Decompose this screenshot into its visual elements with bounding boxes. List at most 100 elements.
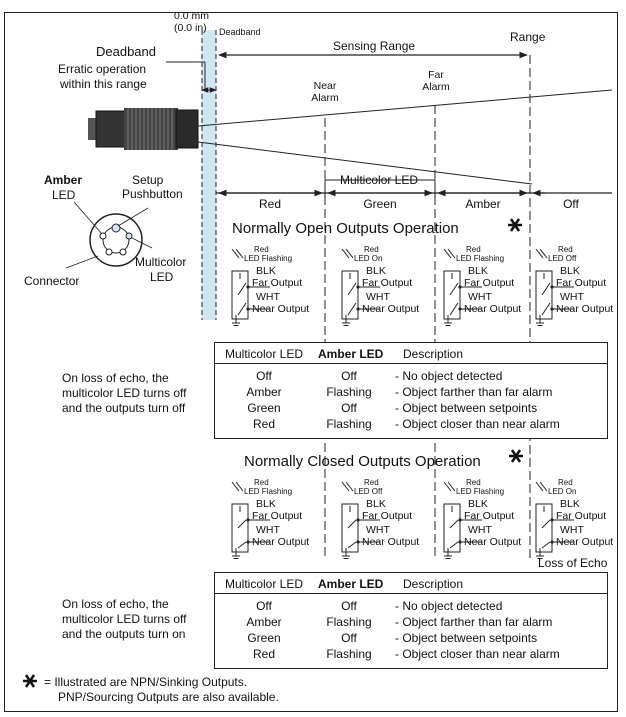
nc-row-2-multicolor: Amber xyxy=(246,615,282,629)
no-led-state-4: LED Off xyxy=(548,254,577,263)
nc-row-2-amber: Flashing xyxy=(326,615,372,629)
no-circuit-1 xyxy=(231,248,270,326)
no-near-output-3: Near Output xyxy=(464,303,522,315)
no-table: Multicolor LED Amber LED Description Off… xyxy=(214,342,608,439)
setup-label-2: Pushbutton xyxy=(122,187,183,201)
nc-wht-label-1: WHT xyxy=(256,524,280,536)
nc-far-output-2: Far Output xyxy=(362,510,413,522)
nc-led-state-2: LED Off xyxy=(354,487,383,496)
nc-table: Multicolor LED Amber LED Description Off… xyxy=(214,572,608,669)
nc-led-state-3: LED Flashing xyxy=(456,487,505,496)
nc-blk-label-1: BLK xyxy=(256,498,276,510)
no-header-description: Description xyxy=(403,347,464,361)
deadband-label: Deadband xyxy=(96,44,156,59)
nc-near-output-1: Near Output xyxy=(252,536,310,548)
star-icon-no xyxy=(508,218,522,232)
no-row-3-amber: Off xyxy=(341,401,357,415)
nc-header-description: Description xyxy=(403,577,464,591)
deadband-zone xyxy=(202,30,216,320)
nc-led-label-2: Red xyxy=(364,478,379,487)
no-led-label-4: Red xyxy=(558,245,573,254)
nc-led-state-4: LED On xyxy=(548,487,577,496)
no-far-output-2: Far Output xyxy=(362,277,413,289)
erratic-label-1: Erratic operation xyxy=(58,62,147,76)
zone-amber: Amber xyxy=(465,197,501,211)
no-far-output-1: Far Output xyxy=(252,277,303,289)
no-far-output-4: Far Output xyxy=(556,277,607,289)
sensor-face xyxy=(65,201,153,269)
no-wht-label-3: WHT xyxy=(468,291,492,303)
footnote-line-2: PNP/Sourcing Outputs are also available. xyxy=(58,690,279,704)
zone-off: Off xyxy=(563,197,579,211)
nc-circuit-4 xyxy=(535,481,574,559)
no-led-state-2: LED On xyxy=(354,254,383,263)
no-wht-label-2: WHT xyxy=(366,291,390,303)
nc-row-4-description: - Object closer than near alarm xyxy=(395,647,560,661)
nc-row-3-description: - Object between setpoints xyxy=(395,631,538,645)
nc-near-output-4: Near Output xyxy=(556,536,614,548)
no-led-label-3: Red xyxy=(466,245,481,254)
no-near-output-4: Near Output xyxy=(556,303,614,315)
nc-row-1-amber: Off xyxy=(341,599,357,613)
no-blk-label-1: BLK xyxy=(256,265,276,277)
nc-section-title: Normally Closed Outputs Operation xyxy=(244,453,481,470)
nc-row-3-amber: Off xyxy=(341,631,357,645)
nc-note-3: and the outputs turn on xyxy=(62,627,186,641)
no-circuit-3 xyxy=(443,248,482,326)
nc-row-4-multicolor: Red xyxy=(252,647,275,661)
multicolor-label-2: LED xyxy=(150,270,174,284)
no-row-4-description: - Object closer than near alarm xyxy=(395,417,560,431)
connector-label: Connector xyxy=(24,274,80,288)
no-circuit-4 xyxy=(535,248,574,326)
no-wht-label-1: WHT xyxy=(256,291,280,303)
no-note-3: and the outputs turn off xyxy=(62,401,186,415)
nc-header-amber: Amber LED xyxy=(318,577,384,591)
nc-wht-label-4: WHT xyxy=(560,524,584,536)
nc-far-output-4: Far Output xyxy=(556,510,607,522)
nc-row-4-amber: Flashing xyxy=(326,647,372,661)
diagram-frame xyxy=(4,12,618,712)
nc-led-label-1: Red xyxy=(254,478,269,487)
sensor-body xyxy=(88,108,199,150)
nc-wht-label-2: WHT xyxy=(366,524,390,536)
nc-circuit-2 xyxy=(341,481,380,559)
nc-wht-label-3: WHT xyxy=(468,524,492,536)
near-alarm-label-1: Near xyxy=(313,80,337,92)
no-row-1-description: - No object detected xyxy=(395,369,503,383)
zone-green: Green xyxy=(363,197,397,211)
nc-blk-label-2: BLK xyxy=(366,498,386,510)
no-wht-label-4: WHT xyxy=(560,291,584,303)
far-alarm-label-1: Far xyxy=(428,69,444,81)
nc-far-output-3: Far Output xyxy=(464,510,515,522)
sensing-range-label: Sensing Range xyxy=(333,39,416,53)
no-row-2-multicolor: Amber xyxy=(246,385,282,399)
nc-led-label-4: Red xyxy=(558,478,573,487)
zero-in-label: (0.0 in) xyxy=(174,22,207,34)
no-note-2: multicolor LED turns off xyxy=(62,386,187,400)
no-row-2-description: - Object farther than far alarm xyxy=(395,385,553,399)
star-icon-nc xyxy=(509,449,523,463)
no-section-title: Normally Open Outputs Operation xyxy=(232,220,459,237)
nc-note-1: On loss of echo, the xyxy=(62,597,169,611)
setup-label-1: Setup xyxy=(132,173,164,187)
nc-header-multicolor: Multicolor LED xyxy=(225,577,304,591)
loss-of-echo-label: Loss of Echo xyxy=(538,556,608,570)
amber-bold-label: Amber xyxy=(44,173,83,187)
nc-led-label-3: Red xyxy=(466,478,481,487)
nc-output-circuits xyxy=(231,481,574,559)
no-near-output-1: Near Output xyxy=(252,303,310,315)
no-output-circuits xyxy=(231,248,574,326)
amber-led-label: LED xyxy=(52,188,76,202)
no-near-output-2: Near Output xyxy=(362,303,420,315)
nc-circuit-3 xyxy=(443,481,482,559)
nc-near-output-2: Near Output xyxy=(362,536,420,548)
nc-near-output-3: Near Output xyxy=(464,536,522,548)
footnote-line-1: = Illustrated are NPN/Sinking Outputs. xyxy=(44,675,248,689)
no-note-1: On loss of echo, the xyxy=(62,371,169,385)
range-label: Range xyxy=(510,30,546,44)
no-led-state-1: LED Flashing xyxy=(244,254,293,263)
no-row-3-description: - Object between setpoints xyxy=(395,401,538,415)
no-blk-label-3: BLK xyxy=(468,265,488,277)
no-row-4-multicolor: Red xyxy=(252,417,275,431)
